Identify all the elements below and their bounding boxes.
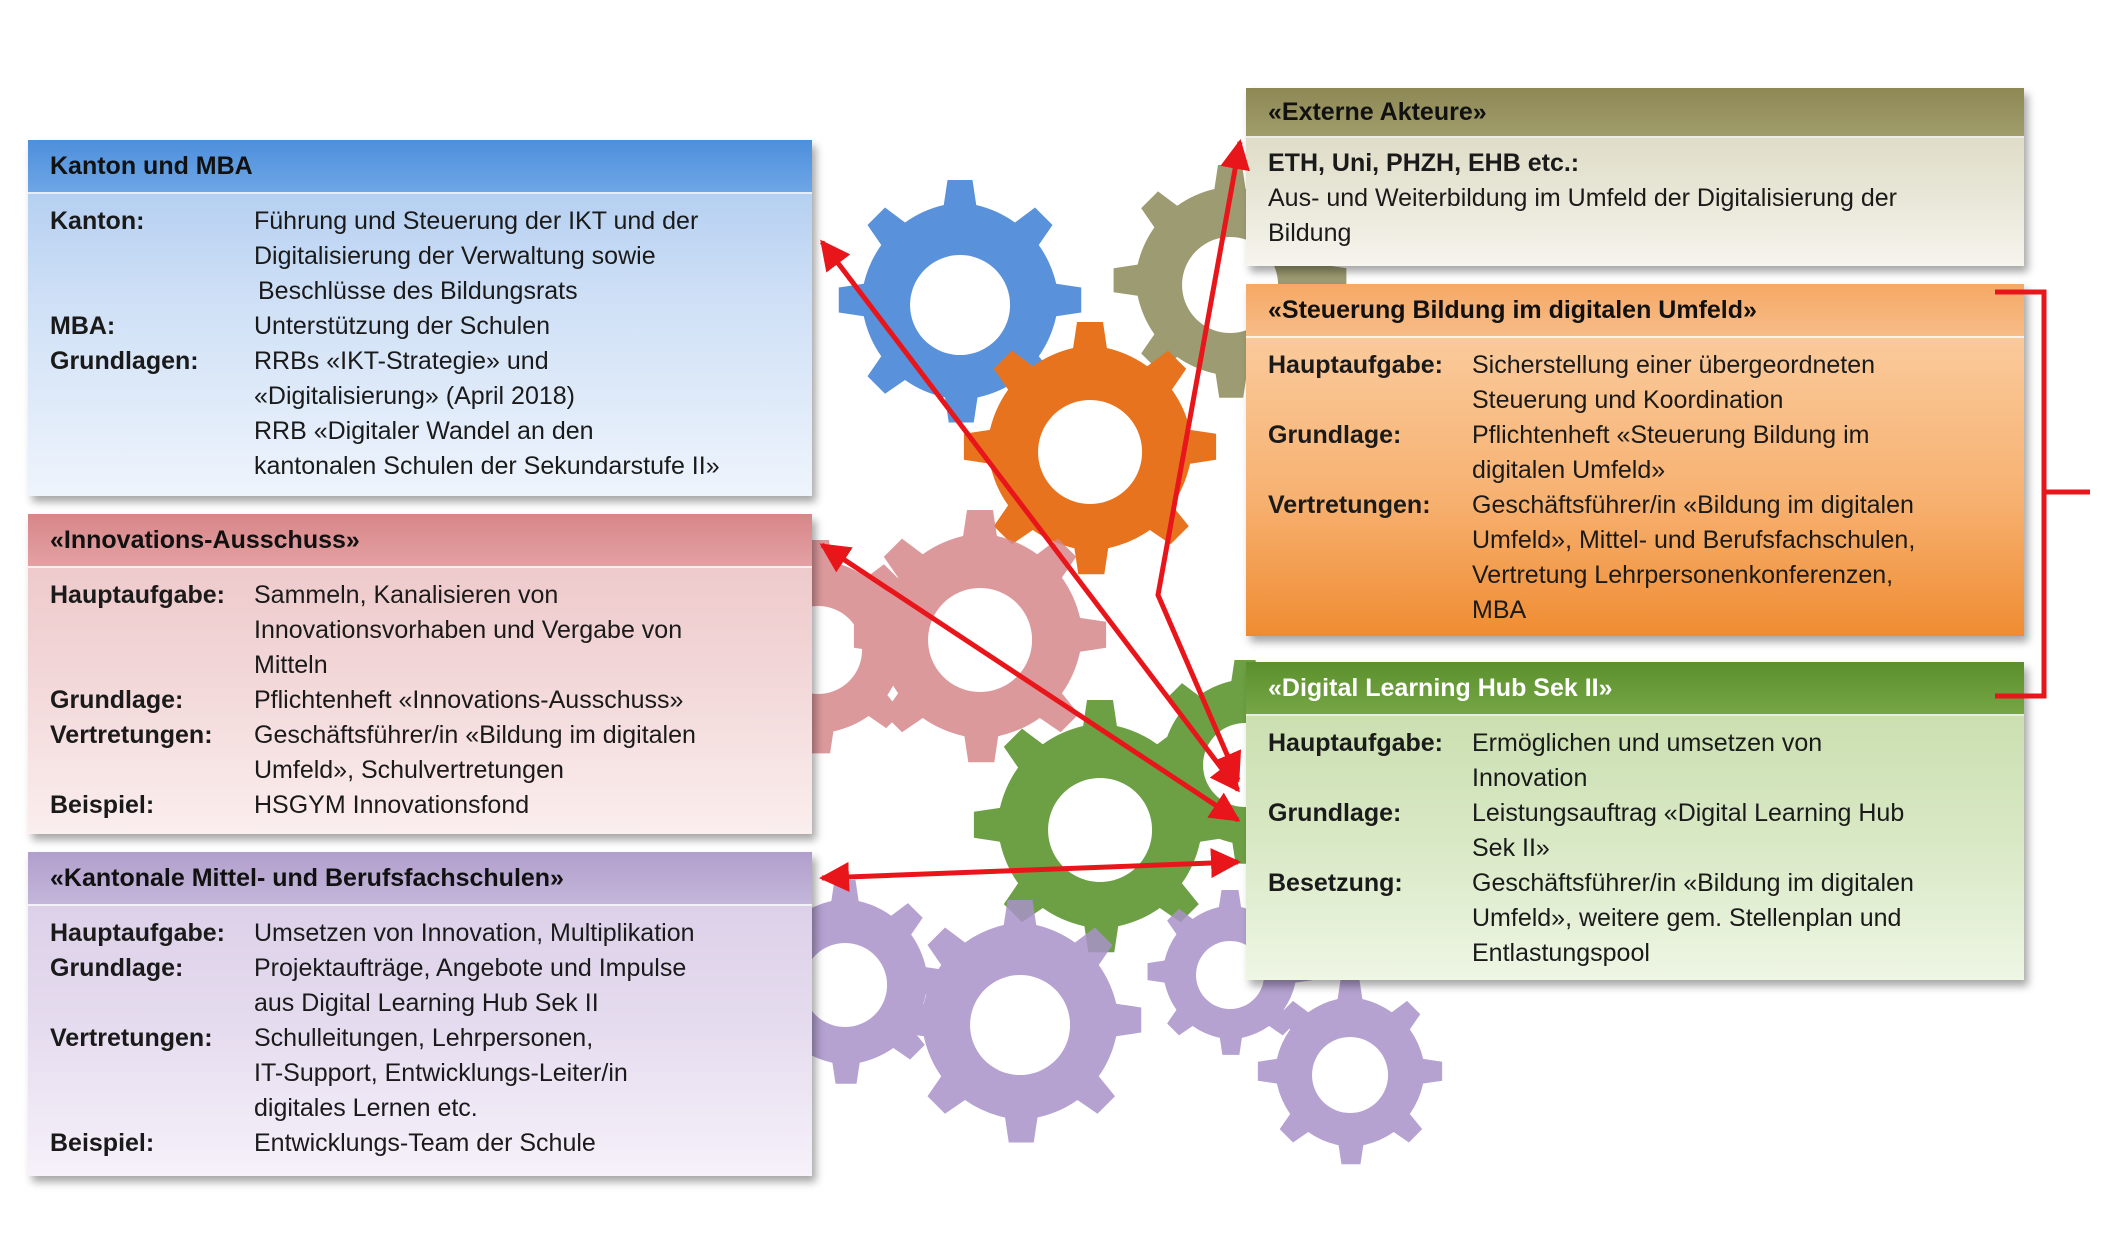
mba-label: MBA: (50, 312, 116, 340)
kanton-row: Kanton: Führung und Steuerung der IKT un… (50, 204, 802, 309)
vertretungen-text-line: Vertretung Lehrpersonenkonferenzen, (1472, 561, 1894, 589)
kanton-mba-title: Kanton und MBA (28, 140, 812, 194)
externe-akteure-title: «Externe Akteure» (1246, 88, 2024, 138)
vertretungen-row: Vertretungen: Geschäftsführer/in «Bildun… (50, 718, 802, 788)
grundlagen-text-line: «Digitalisierung» (April 2018) (254, 382, 575, 410)
grundlage-text-line: digitalen Umfeld» (1472, 456, 1666, 484)
steuerung-bildung-box: «Steuerung Bildung im digitalen Umfeld» … (1246, 284, 2024, 636)
besetzung-text-line: Umfeld», weitere gem. Stellenplan und (1472, 904, 1902, 932)
mba-row: MBA: Unterstützung der Schulen (50, 309, 802, 344)
vertretungen-text-line: Umfeld», Schulvertretungen (254, 756, 564, 784)
arrow-hub-kanton (820, 239, 1240, 793)
vertretungen-row: Vertretungen: Geschäftsführer/in «Bildun… (1268, 488, 2014, 628)
mittel-berufsfachschulen-title: «Kantonale Mittel- und Berufsfachschulen… (28, 852, 812, 906)
externe-akteure-text-line: Bildung (1268, 219, 1352, 247)
vertretungen-text-line: Umfeld», Mittel- und Berufsfachschulen, (1472, 526, 1916, 554)
grundlage-label: Grundlage: (50, 686, 184, 714)
grundlage-text-line: Pflichtenheft «Steuerung Bildung im (1472, 421, 1870, 449)
vertretungen-text-line: Geschäftsführer/in «Bildung im digitalen (1472, 491, 1914, 519)
vertretungen-text-line: IT-Support, Entwicklungs-Leiter/in (254, 1059, 628, 1087)
grundlagen-text-line: RRB «Digitaler Wandel an den (254, 417, 594, 445)
hauptaufgabe-label: Hauptaufgabe: (1268, 351, 1443, 379)
arrow-hub-externe (1155, 139, 1250, 783)
kanton-mba-box: Kanton und MBA Kanton: Führung und Steue… (28, 140, 812, 496)
beispiel-text-line: Entwicklungs-Team der Schule (254, 1129, 596, 1157)
grundlage-label: Grundlage: (1268, 421, 1402, 449)
grundlage-text-line: Leistungsauftrag «Digital Learning Hub (1472, 799, 1905, 827)
beispiel-row: Beispiel: HSGYM Innovationsfond (50, 788, 802, 823)
innovations-ausschuss-title: «Innovations-Ausschuss» (28, 514, 812, 568)
beispiel-row: Beispiel: Entwicklungs-Team der Schule (50, 1126, 802, 1161)
grundlage-text-line: Projektaufträge, Angebote und Impulse (254, 954, 687, 982)
hauptaufgabe-row: Hauptaufgabe: Sicherstellung einer überg… (1268, 348, 2014, 418)
kanton-text-line: Beschlüsse des Bildungsrats (258, 277, 578, 305)
grundlage-label: Grundlage: (50, 954, 184, 982)
grundlage-row: Grundlage: Leistungsauftrag «Digital Lea… (1268, 796, 2014, 866)
vertretungen-text-line: Geschäftsführer/in «Bildung im digitalen (254, 721, 696, 749)
grundlage-row: Grundlage: Pflichtenheft «Steuerung Bild… (1268, 418, 2014, 488)
vertretungen-label: Vertretungen: (50, 721, 213, 749)
hauptaufgabe-row: Hauptaufgabe: Sammeln, Kanalisieren von … (50, 578, 802, 683)
besetzung-text-line: Geschäftsführer/in «Bildung im digitalen (1472, 869, 1914, 897)
hauptaufgabe-text-line: Mitteln (254, 651, 328, 679)
mittel-berufsfachschulen-box: «Kantonale Mittel- und Berufsfachschulen… (28, 852, 812, 1176)
vertretungen-label: Vertretungen: (1268, 491, 1431, 519)
grundlage-label: Grundlage: (1268, 799, 1402, 827)
hauptaufgabe-text-line: Innovation (1472, 764, 1588, 792)
hauptaufgabe-text-line: Sicherstellung einer übergeordneten (1472, 351, 1876, 379)
vertretungen-text-line: Schulleitungen, Lehrpersonen, (254, 1024, 594, 1052)
grundlagen-text-line: kantonalen Schulen der Sekundarstufe II» (254, 452, 720, 480)
hauptaufgabe-row: Hauptaufgabe: Ermöglichen und umsetzen v… (1268, 726, 2014, 796)
grundlagen-label: Grundlagen: (50, 347, 199, 375)
grundlage-text-line: aus Digital Learning Hub Sek II (254, 989, 599, 1017)
externe-akteure-text-line: Aus- und Weiterbildung im Umfeld der Dig… (1268, 184, 1897, 212)
kanton-text-line: Digitalisierung der Verwaltung sowie (254, 242, 656, 270)
hauptaufgabe-row: Hauptaufgabe: Umsetzen von Innovation, M… (50, 916, 802, 951)
beispiel-text-line: HSGYM Innovationsfond (254, 791, 530, 819)
externe-akteure-institutions: ETH, Uni, PHZH, EHB etc.: (1268, 149, 1580, 177)
besetzung-row: Besetzung: Geschäftsführer/in «Bildung i… (1268, 866, 2014, 971)
hauptaufgabe-text-line: Umsetzen von Innovation, Multiplikation (254, 919, 695, 947)
beispiel-label: Beispiel: (50, 791, 155, 819)
arrow-hub-innovation (819, 542, 1241, 823)
grundlage-row: Grundlage: Projektaufträge, Angebote und… (50, 951, 802, 1021)
grundlage-text-line: Pflichtenheft «Innovations-Ausschuss» (254, 686, 684, 714)
vertretungen-row: Vertretungen: Schulleitungen, Lehrperson… (50, 1021, 802, 1126)
hauptaufgabe-text-line: Steuerung und Koordination (1472, 386, 1784, 414)
mba-text-line: Unterstützung der Schulen (254, 312, 551, 340)
hauptaufgabe-label: Hauptaufgabe: (50, 919, 225, 947)
grundlagen-text-line: RRBs «IKT-Strategie» und (254, 347, 549, 375)
bracket-steuerung-hub (1995, 289, 2047, 699)
arrow-hub-mittel (819, 848, 1241, 892)
grundlage-text-line: Sek II» (1472, 834, 1550, 862)
hauptaufgabe-label: Hauptaufgabe: (1268, 729, 1443, 757)
digital-learning-hub-title: «Digital Learning Hub Sek II» (1246, 662, 2024, 716)
hauptaufgabe-text-line: Innovationsvorhaben und Vergabe von (254, 616, 683, 644)
grundlage-row: Grundlage: Pflichtenheft «Innovations-Au… (50, 683, 802, 718)
kanton-text-line: Führung und Steuerung der IKT und der (254, 207, 699, 235)
externe-akteure-box: «Externe Akteure» ETH, Uni, PHZH, EHB et… (1246, 88, 2024, 266)
steuerung-bildung-title: «Steuerung Bildung im digitalen Umfeld» (1246, 284, 2024, 338)
kanton-label: Kanton: (50, 207, 145, 235)
besetzung-text-line: Entlastungspool (1472, 939, 1650, 967)
grundlagen-row: Grundlagen: RRBs «IKT-Strategie» und «Di… (50, 344, 802, 484)
innovations-ausschuss-box: «Innovations-Ausschuss» Hauptaufgabe: Sa… (28, 514, 812, 834)
hauptaufgabe-text-line: Sammeln, Kanalisieren von (254, 581, 559, 609)
hauptaufgabe-label: Hauptaufgabe: (50, 581, 225, 609)
hauptaufgabe-text-line: Ermöglichen und umsetzen von (1472, 729, 1823, 757)
vertretungen-text-line: digitales Lernen etc. (254, 1094, 478, 1122)
vertretungen-text-line: MBA (1472, 596, 1527, 624)
beispiel-label: Beispiel: (50, 1129, 155, 1157)
vertretungen-label: Vertretungen: (50, 1024, 213, 1052)
digital-learning-hub-box: «Digital Learning Hub Sek II» Hauptaufga… (1246, 662, 2024, 980)
besetzung-label: Besetzung: (1268, 869, 1403, 897)
